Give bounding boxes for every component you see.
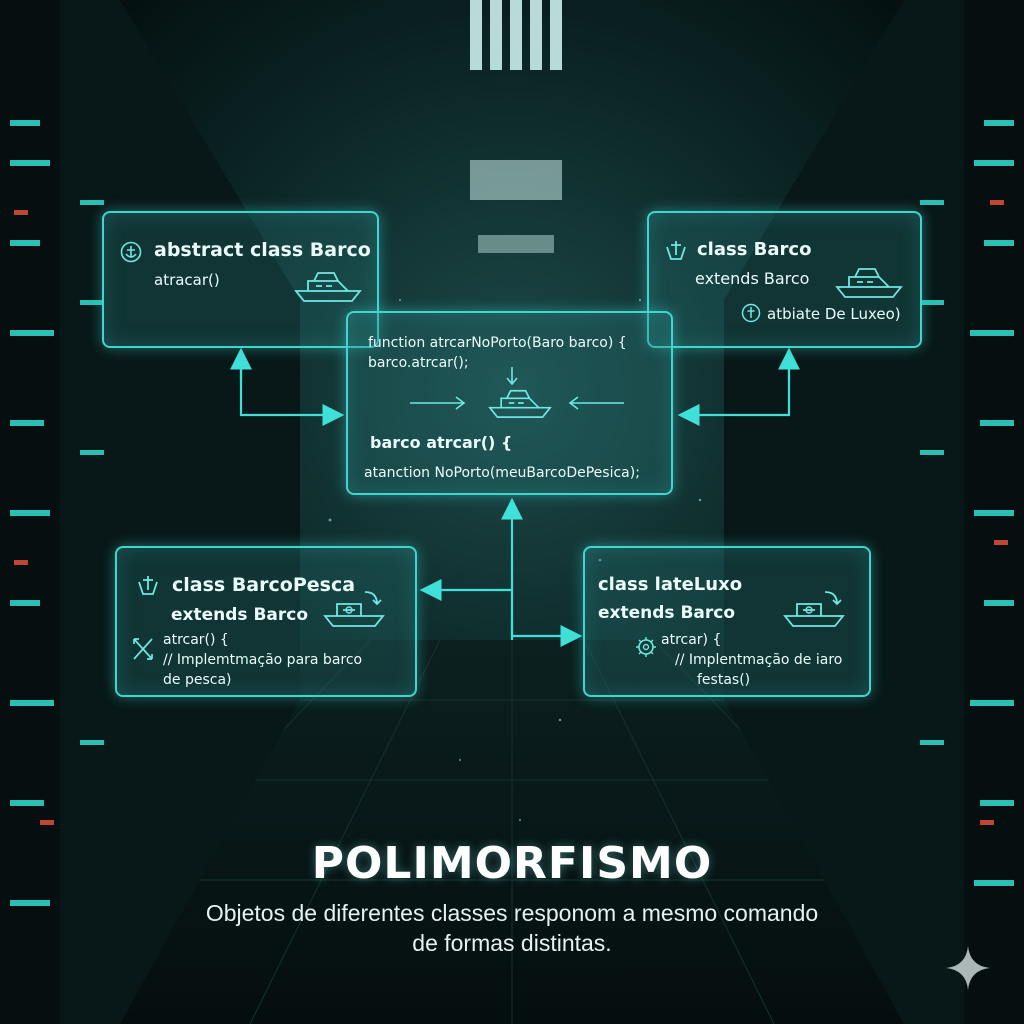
page-title: POLIMORFISMO xyxy=(311,838,713,889)
function-signature: function atrcarNoPorto(Baro barco) { xyxy=(368,335,627,351)
function-invocation-line: atanction NoPorto(meuBarcoDePesica); xyxy=(364,465,640,481)
function-body-line: barco atrcar() { xyxy=(370,433,513,452)
boat-icon xyxy=(294,272,362,302)
barco-pesca-extends: extends Barco xyxy=(171,605,309,625)
boat-icon xyxy=(835,268,903,298)
function-panel: function atrcarNoPorto(Baro barco) { bar… xyxy=(346,311,673,495)
anchor-icon xyxy=(120,241,142,263)
boat-icon xyxy=(488,389,552,418)
hull-icon xyxy=(138,576,158,595)
class-barco-attribute: atbiate De Luxeo) xyxy=(767,305,901,323)
class-barco-panel: class Barco extends Barco atbiate De Lux… xyxy=(647,211,922,348)
iate-luxo-panel: class lateLuxo extends Barco atrcar) { /… xyxy=(583,546,871,697)
iate-luxo-comment-2: festas() xyxy=(697,672,751,688)
abstract-class-heading: abstract class Barco xyxy=(154,239,371,261)
sparkle-icon xyxy=(946,946,990,990)
yacht-icon xyxy=(783,591,845,627)
arrow-down-icon xyxy=(506,367,518,386)
barco-pesca-comment-1: // Implemtmação para barco xyxy=(163,652,363,668)
arrow-left-icon xyxy=(568,396,624,410)
subtitle-line-1: Objetos de diferentes classes responom a… xyxy=(205,900,819,926)
page-subtitle: Objetos de diferentes classes responom a… xyxy=(0,898,1024,958)
abstract-class-panel: abstract class Barco atracar() xyxy=(102,211,379,348)
subtitle-line-2: de formas distintas. xyxy=(412,930,612,956)
abstract-class-method: atracar() xyxy=(154,271,220,289)
anchor-icon xyxy=(741,303,761,323)
iate-luxo-comment-1: // Implentmação de iaro xyxy=(675,652,843,668)
crossed-tools-icon xyxy=(133,638,153,660)
gear-icon xyxy=(636,637,656,657)
function-call-line: barco.atrcar(); xyxy=(368,355,469,371)
barco-pesca-method: atrcar() { xyxy=(163,632,229,648)
iate-luxo-method: atrcar) { xyxy=(661,632,722,648)
iate-luxo-extends: extends Barco xyxy=(598,603,736,623)
class-barco-heading: class Barco xyxy=(697,239,812,260)
iate-luxo-heading: class lateLuxo xyxy=(598,574,743,595)
arrow-right-icon xyxy=(410,396,466,410)
class-barco-extends: extends Barco xyxy=(695,269,810,288)
hull-icon xyxy=(666,241,686,260)
barco-pesca-panel: class BarcoPesca extends Barco atrcar() … xyxy=(115,546,417,697)
fishing-boat-icon xyxy=(323,591,385,627)
barco-pesca-comment-2: de pesca) xyxy=(163,672,232,688)
barco-pesca-heading: class BarcoPesca xyxy=(172,574,356,596)
